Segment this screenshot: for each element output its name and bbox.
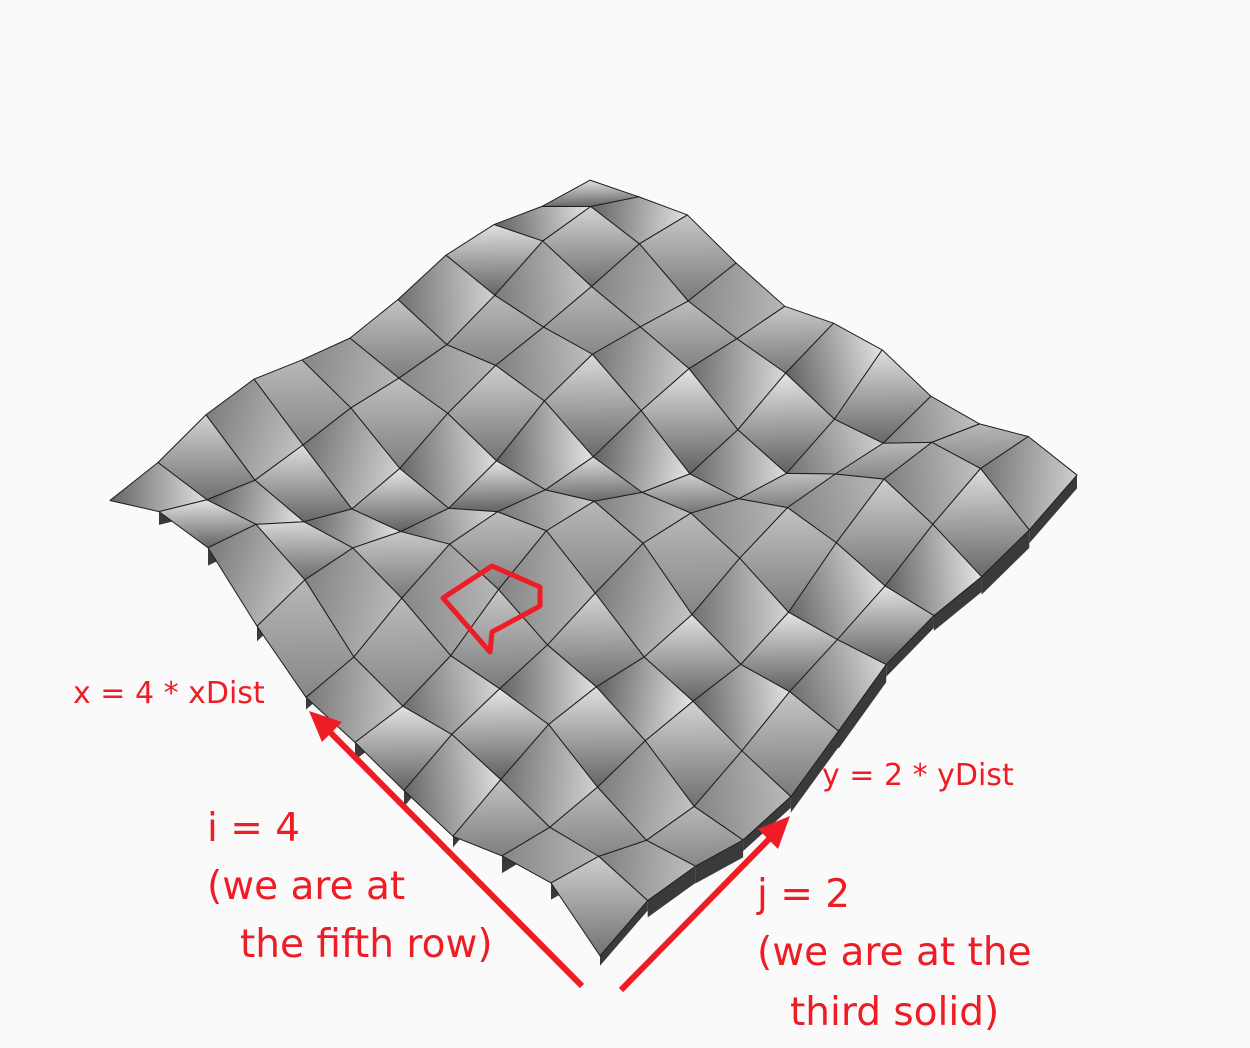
tile-side (790, 731, 839, 813)
i-note-line2: the fifth row) (240, 922, 493, 967)
j-note-line2: third solid) (790, 990, 1000, 1035)
tile-side (886, 615, 934, 677)
x-formula-label: x = 4 * xDist (73, 676, 265, 711)
column-direction-arrow (618, 825, 783, 993)
j-value-label: j = 2 (757, 872, 851, 917)
tile-side (981, 529, 1030, 595)
highlighted-cell-outline (440, 563, 543, 655)
column-arrowhead (758, 816, 790, 849)
tile-side (1029, 475, 1077, 544)
row-arrowhead (309, 711, 342, 742)
i-value-label: i = 4 (207, 806, 301, 851)
tile-side (600, 900, 648, 966)
row-direction-arrow (315, 717, 585, 989)
tile (550, 855, 649, 957)
i-note-line1: (we are at (207, 864, 406, 909)
j-note-line1: (we are at the (757, 930, 1032, 975)
y-formula-label: y = 2 * yDist (822, 758, 1014, 793)
tile-side (695, 840, 744, 884)
tile-layer (109, 179, 1078, 966)
tile-side (838, 664, 887, 749)
tile-side (647, 866, 696, 918)
tile-side (743, 796, 791, 852)
tile-side (933, 576, 982, 631)
